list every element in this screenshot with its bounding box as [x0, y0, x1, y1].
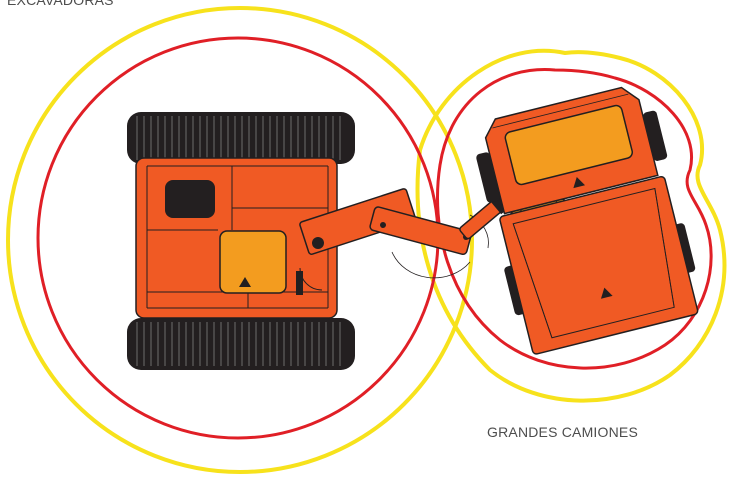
stick-pivot-1 [380, 222, 386, 228]
excavator-vent [296, 271, 303, 295]
excavator-cab-window [165, 180, 215, 218]
truck-icon [468, 81, 706, 357]
excavator-track-top [127, 112, 355, 164]
excavator-stick [369, 206, 472, 255]
excavator-track-bottom [127, 318, 355, 370]
excavator-engine-panel [220, 231, 286, 293]
boom-pivot [312, 237, 324, 249]
